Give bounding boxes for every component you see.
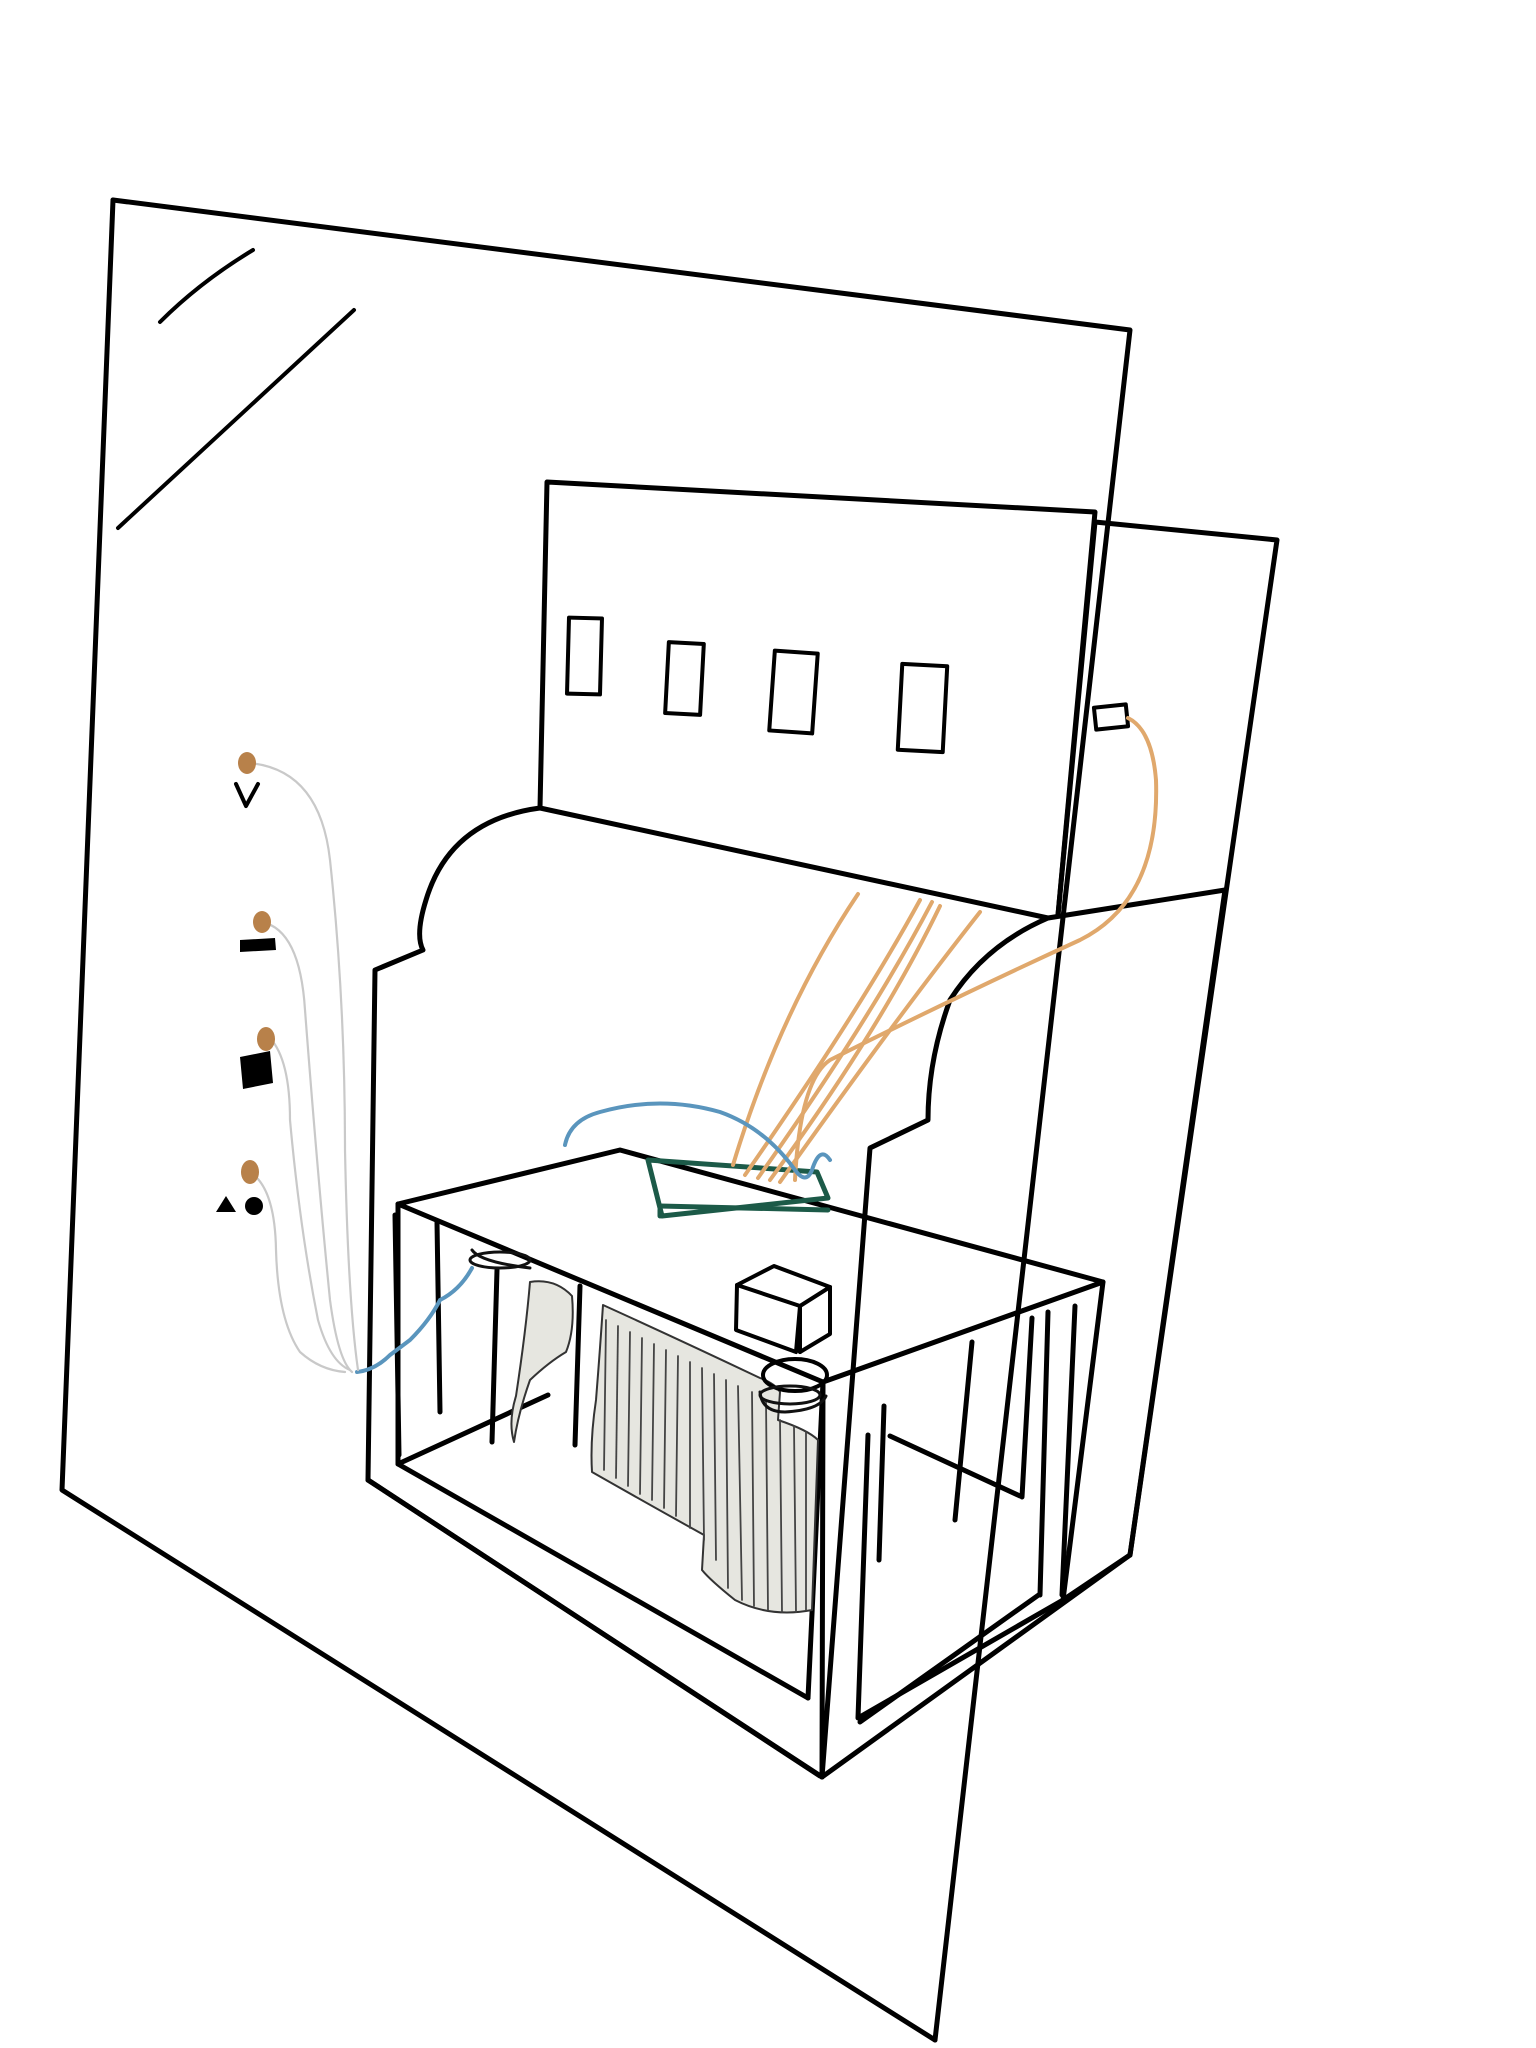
fabric-drape-main bbox=[590, 1304, 819, 1614]
fabric-pleat-line bbox=[793, 1425, 797, 1613]
box-prop bbox=[734, 1264, 832, 1354]
fabric-pleats bbox=[603, 1319, 807, 1613]
proscenium-left bbox=[365, 805, 543, 1483]
circle-symbol-icon bbox=[245, 1197, 263, 1215]
hanging-rods bbox=[489, 1267, 975, 1523]
back-wall bbox=[537, 479, 1098, 921]
window-3 bbox=[767, 648, 820, 736]
knob-icon bbox=[257, 1027, 275, 1051]
fabric-pleat-line bbox=[713, 1373, 717, 1561]
blue-cable bbox=[355, 1101, 832, 1374]
orange-cable-2 bbox=[743, 898, 922, 1177]
v-symbol-icon bbox=[234, 782, 260, 808]
grey-wire-4 bbox=[248, 1170, 347, 1374]
grey-wire-3 bbox=[268, 1036, 352, 1372]
orange-cable-6 bbox=[793, 716, 1159, 1182]
control-square bbox=[240, 1027, 275, 1089]
control-triangle-circle bbox=[216, 1160, 263, 1215]
fabric-pleat-line bbox=[725, 1379, 729, 1589]
fabric-pleat-line bbox=[651, 1343, 655, 1501]
control-v bbox=[234, 752, 260, 808]
window-2 bbox=[663, 640, 706, 717]
triangle-symbol-icon bbox=[216, 1196, 236, 1212]
knob-icon bbox=[241, 1160, 259, 1184]
fabric-pleat-line bbox=[779, 1419, 783, 1613]
grey-wire-2 bbox=[260, 920, 354, 1374]
knob-icon bbox=[253, 911, 271, 933]
grey-control-wires bbox=[248, 761, 360, 1374]
fabric-drape-left bbox=[510, 1280, 574, 1443]
window-1 bbox=[565, 615, 604, 697]
knob-icon bbox=[238, 752, 256, 774]
spotlight-left bbox=[468, 1248, 532, 1270]
grey-wire-1 bbox=[248, 761, 360, 1372]
fabric-pleat-line bbox=[663, 1349, 667, 1509]
fabric-pleat-line bbox=[765, 1399, 769, 1611]
orange-cable-3 bbox=[756, 900, 934, 1180]
spotlight-right bbox=[758, 1357, 829, 1414]
back-wall-windows bbox=[565, 615, 950, 755]
orange-cable-4 bbox=[768, 904, 942, 1182]
fabric-pleat-line bbox=[701, 1367, 705, 1541]
orange-cables bbox=[731, 716, 1159, 1184]
front-glass-panel bbox=[59, 197, 1133, 2043]
control-bar bbox=[240, 911, 276, 952]
fabric-pleat-line bbox=[615, 1325, 619, 1479]
fabric-pleat-line bbox=[639, 1337, 643, 1495]
green-bracket bbox=[645, 1157, 831, 1219]
side-connector-box bbox=[1091, 702, 1131, 732]
fabric-pleat-line bbox=[603, 1319, 607, 1471]
fabric-pleat-line bbox=[751, 1391, 755, 1607]
fabric-pleat-line bbox=[737, 1385, 743, 1601]
window-4 bbox=[895, 661, 950, 755]
bar-symbol-icon bbox=[240, 938, 276, 952]
stage-box bbox=[365, 1147, 1133, 1780]
fabric-pleat-line bbox=[675, 1355, 679, 1517]
fabric-pleat-line bbox=[627, 1331, 631, 1487]
glass-reflection-marks bbox=[116, 248, 356, 530]
square-symbol-icon bbox=[240, 1051, 273, 1089]
